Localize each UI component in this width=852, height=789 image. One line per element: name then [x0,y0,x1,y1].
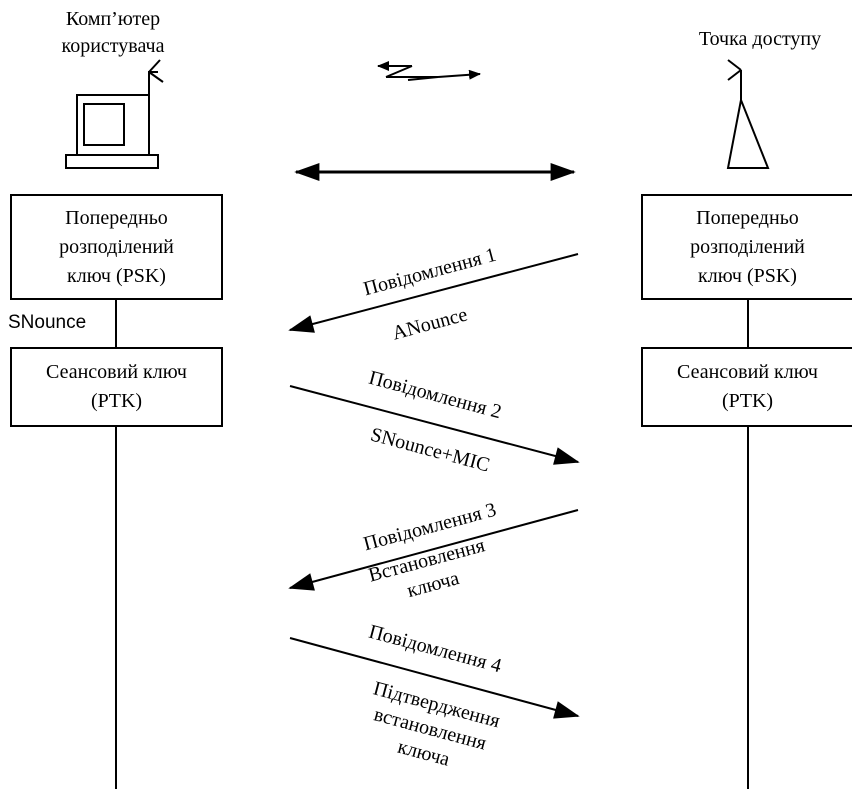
ap-ptk-line-1: Сеансовий ключ [677,361,818,383]
client-psk-line-1: Попередньо [65,206,168,229]
client-title-line-1: Комп’ютер [65,8,161,30]
client-snounce-label: SNounce [8,312,87,333]
message-1-arrow [288,253,579,333]
laptop-icon [65,59,164,169]
antenna-icon [726,59,770,169]
ap-psk-line-2: розподілений [690,235,805,258]
message-3-arrow [288,509,579,591]
client-title: Комп’ютер користувача [18,6,208,60]
ap-ptk-line-2: (PTK) [721,390,774,412]
message-4-arrow [289,637,580,719]
ap-psk-line-3: ключ (PSK) [698,264,797,287]
wireless-link-icon [377,61,481,81]
message-2-arrow [289,385,580,465]
client-ptk-line-1: Сеансовий ключ [46,361,187,383]
client-psk-line-2: розподілений [59,235,174,258]
client-title-line-2: користувача [61,35,165,57]
access-point-title: Точка доступу [698,28,822,50]
client-psk-box: Попередньо розподілений ключ (PSK) [10,194,223,300]
ap-ptk-box: Сеансовий ключ (PTK) [641,347,852,427]
ap-psk-line-1: Попередньо [696,206,799,229]
ap-psk-box: Попередньо розподілений ключ (PSK) [641,194,852,300]
client-ptk-box: Сеансовий ключ (PTK) [10,347,223,427]
client-psk-line-3: ключ (PSK) [67,264,166,287]
client-ptk-line-2: (PTK) [90,390,143,412]
